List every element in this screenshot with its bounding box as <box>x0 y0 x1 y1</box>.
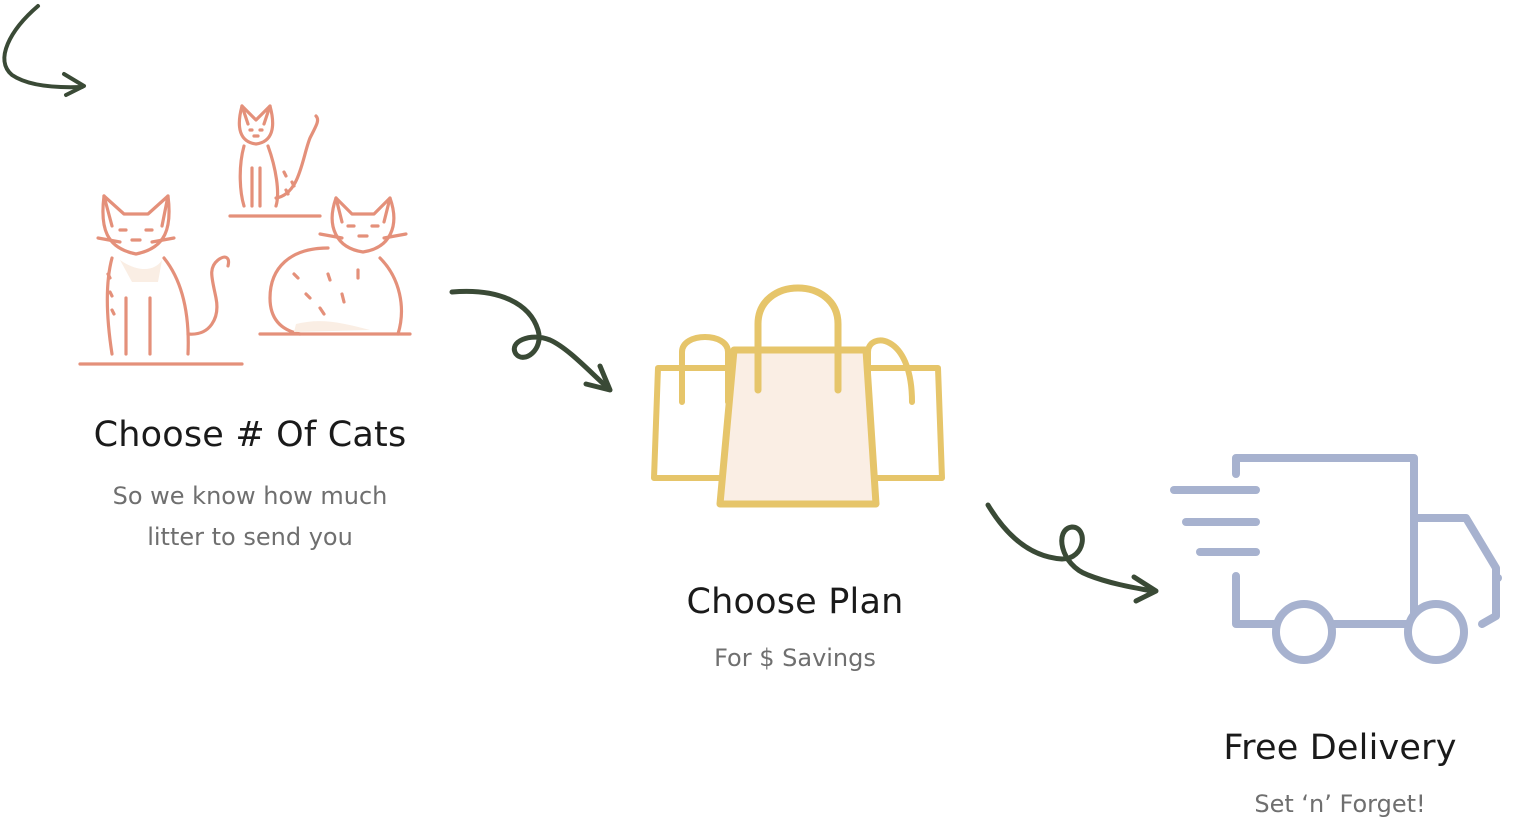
step-subtitle: So we know how much litter to send you <box>60 476 440 558</box>
step-choose-plan: Choose Plan For $ Savings <box>600 270 990 690</box>
delivery-truck-icon <box>1170 454 1502 664</box>
step-title: Choose # Of Cats <box>93 415 407 455</box>
step-free-delivery: Free Delivery Set ‘n’ Forget! <box>1160 440 1530 825</box>
step-subtitle-line: litter to send you <box>147 523 353 551</box>
step-subtitle: For $ Savings <box>600 638 990 679</box>
curved-arrow-icon <box>2 4 86 97</box>
step-title: Free Delivery <box>1223 728 1457 768</box>
squiggle-arrow-icon <box>985 502 1159 604</box>
step-title: Choose Plan <box>686 582 904 622</box>
squiggle-arrow-icon <box>449 288 613 393</box>
step-subtitle-line: So we know how much <box>112 482 388 510</box>
step-subtitle-line: Set ‘n’ Forget! <box>1254 790 1426 818</box>
step-subtitle-line: For $ Savings <box>714 644 876 672</box>
step-choose-cats: Choose # Of Cats So we know how much lit… <box>60 90 440 560</box>
shopping-bags-icon <box>651 284 945 508</box>
cats-icon <box>78 104 412 366</box>
step-subtitle: Set ‘n’ Forget! <box>1155 784 1525 825</box>
